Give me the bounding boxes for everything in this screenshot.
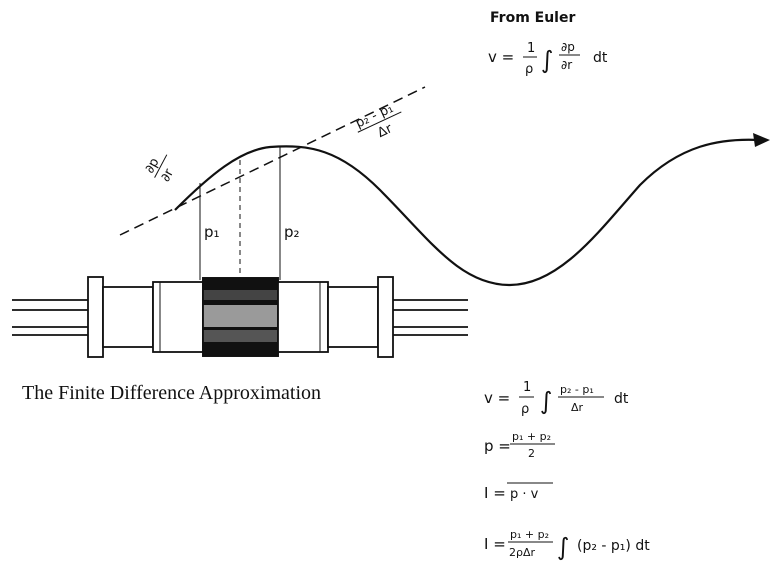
equation-intensity-avg: I = p · v — [484, 482, 553, 502]
euler-integral: ∫ — [541, 46, 554, 74]
eq-v-dt: dt — [614, 391, 629, 407]
tangent-line — [119, 86, 426, 236]
spacer-shade-mid — [203, 305, 278, 327]
wave-arrowhead — [753, 133, 770, 147]
eq-i1-expr: p · v — [510, 487, 539, 502]
pressure-wave — [174, 133, 770, 287]
secant-den: Δr — [375, 121, 395, 141]
left-end-cap — [87, 276, 104, 358]
euler-rho: ρ — [525, 62, 533, 77]
diagram-caption: The Finite Difference Approximation — [22, 382, 321, 404]
wave-curve — [174, 138, 761, 287]
equation-intensity-full: I = p₁ + p₂ 2ρΔr ∫ (p₂ - p₁) dt — [484, 528, 650, 561]
tangent-frac-bar — [154, 154, 168, 178]
euler-heading: From Euler — [490, 10, 575, 26]
eq-v-one: 1 — [523, 380, 531, 395]
euler-dt: dt — [593, 50, 608, 66]
left-body — [102, 286, 154, 348]
secant-slope-label: p₂ - p₁ Δr — [353, 101, 402, 141]
euler-one: 1 — [527, 41, 535, 56]
euler-lhs: v = — [488, 48, 514, 66]
eq-i1-lhs: I = — [484, 484, 506, 502]
euler-equation: From Euler v = 1 ρ ∫ ∂p ∂r dt — [488, 10, 608, 77]
eq-v-integral: ∫ — [540, 387, 553, 415]
tangent-slope-label: ∂p ∂r — [142, 154, 177, 184]
right-body — [327, 286, 379, 348]
eq-i2-den: 2ρΔr — [509, 546, 536, 559]
eq-p-den: 2 — [528, 447, 535, 460]
eq-i2-integral: ∫ — [557, 533, 570, 561]
eq-i2-num: p₁ + p₂ — [510, 528, 549, 541]
eq-v-lhs: v = — [484, 389, 510, 407]
spacer-shade-low — [203, 330, 278, 342]
eq-v-rho: ρ — [521, 402, 529, 417]
eq-i2-tail: (p₂ - p₁) dt — [577, 538, 650, 554]
equation-v: v = 1 ρ ∫ p₂ - p₁ Δr dt — [484, 380, 629, 417]
eq-v-den: Δr — [571, 401, 584, 414]
eq-p-lhs: p = — [484, 437, 511, 455]
eq-p-num: p₁ + p₂ — [512, 430, 551, 443]
equation-p: p = p₁ + p₂ 2 — [484, 430, 555, 460]
p1-label: p₁ — [204, 223, 220, 241]
right-end-cap — [377, 276, 394, 358]
probe-assembly — [12, 276, 468, 358]
euler-dp: ∂p — [561, 40, 575, 54]
p2-label: p₂ — [284, 223, 300, 241]
eq-i2-lhs: I = — [484, 535, 506, 553]
secant-frac-bar — [357, 111, 402, 133]
tangent-den: ∂r — [158, 166, 177, 184]
eq-v-num: p₂ - p₁ — [560, 383, 594, 396]
spacer-shade-top — [203, 290, 278, 300]
euler-dr: ∂r — [561, 58, 572, 72]
tangent-num: ∂p — [142, 156, 162, 176]
